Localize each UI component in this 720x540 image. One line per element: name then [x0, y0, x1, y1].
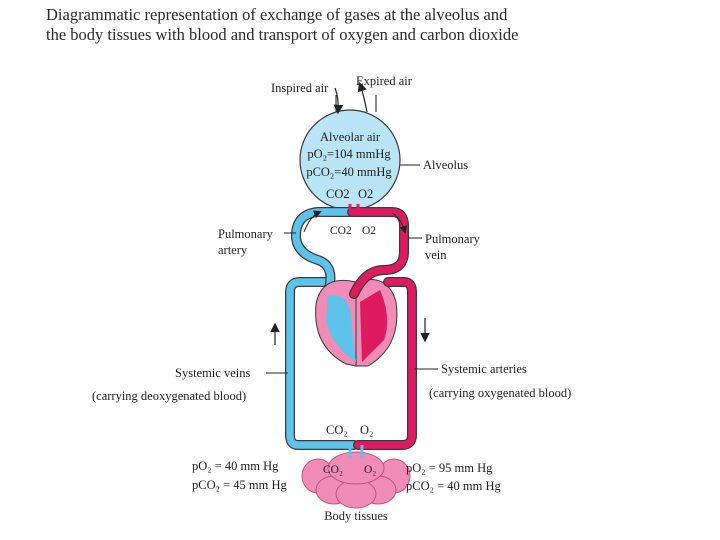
- inspired-air-label: Inspired air: [271, 81, 329, 95]
- pulmonary-artery-label-line1: Pulmonary: [218, 227, 274, 241]
- arterial-po2-label: pO₂ = 95 mm Hg: [406, 461, 493, 475]
- expired-air-arrow: [357, 81, 368, 113]
- exchange-co2-label: CO2: [330, 225, 352, 237]
- tissue-inner-o2-label: O₂: [364, 464, 376, 476]
- pulmonary-vein-label-line1: Pulmonary: [425, 232, 481, 246]
- systemic-arteries-note: (carrying oxygenated blood): [429, 386, 571, 400]
- systemic-veins-label: Systemic veins: [175, 366, 250, 380]
- alveolar-po2-label: pO₂=104 mmHg: [307, 147, 391, 161]
- tissue-capillary-link: [348, 445, 364, 458]
- alveolar-capillary-link: [348, 204, 360, 214]
- tissue-o2-label: O₂: [360, 423, 373, 437]
- pulmonary-artery-label-line2: artery: [218, 243, 248, 257]
- systemic-veins-note: (carrying deoxygenated blood): [92, 389, 246, 403]
- tissue-co2-label: CO₂: [326, 423, 348, 437]
- alveolar-pco2-label: pCO₂=40 mmHg: [306, 165, 392, 179]
- caption-line-2: the body tissues with blood and transpor…: [46, 25, 519, 44]
- tissue-lobe: [327, 451, 385, 485]
- pulmonary-artery-flow-arrow: [303, 210, 322, 233]
- alveolus-label: Alveolus: [423, 158, 468, 172]
- body-tissues-label: Body tissues: [324, 509, 388, 523]
- alveolus-o2-label: O2: [358, 187, 373, 201]
- inspired-air-arrow: [333, 87, 344, 115]
- oxygenated-vessels: [347, 207, 417, 450]
- right-ventricle: [326, 295, 356, 362]
- venous-pco2-label: pCO₂ = 45 mm Hg: [192, 478, 287, 492]
- alveolus-neck: [335, 95, 377, 112]
- tissue-inner-co2-label: CO₂: [323, 464, 343, 476]
- heart: [315, 279, 398, 367]
- systemic-arteries-label: Systemic arteries: [441, 362, 527, 376]
- expired-air-label: Expired air: [356, 74, 413, 88]
- pulmonary-vein-label-line2: vein: [425, 248, 447, 262]
- body-tissues: [301, 451, 411, 509]
- venous-po2-label: pO₂ = 40 mm Hg: [192, 459, 279, 473]
- figure-caption: Diagrammatic representation of exchange …: [46, 5, 706, 45]
- alveolus-co2-label: CO2: [326, 187, 350, 201]
- exchange-o2-label: O2: [362, 225, 376, 237]
- deoxygenated-vessels: [285, 207, 359, 450]
- arterial-pco2-label: pCO₂ = 40 mm Hg: [406, 479, 501, 493]
- left-ventricle: [360, 290, 388, 362]
- alveolar-air-label: Alveolar air: [320, 130, 381, 144]
- pulmonary-vein-flow-arrow: [391, 212, 408, 234]
- caption-line-1: Diagrammatic representation of exchange …: [46, 5, 508, 24]
